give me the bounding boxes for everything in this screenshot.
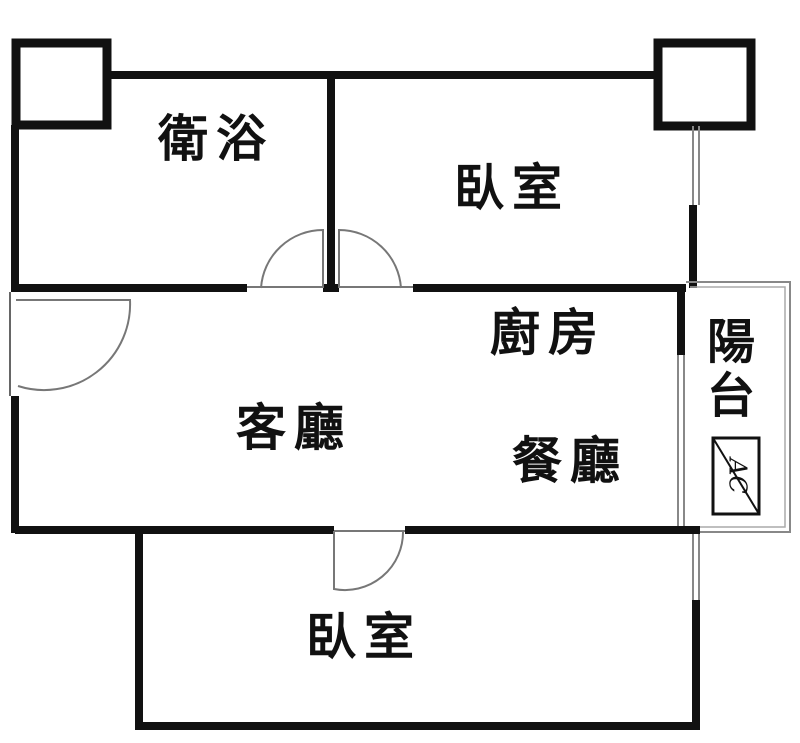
balcony-outline-inner (690, 286, 786, 528)
entry-door-swing (16, 299, 132, 391)
bottom-bedroom-door-swing (333, 530, 405, 592)
bedroom-bottom-label: 臥室 (306, 607, 422, 666)
balcony-outline-outer (686, 281, 791, 533)
dining-room-label: 餐廳 (512, 431, 628, 490)
air-conditioner-icon: AC (711, 436, 761, 516)
column-top-right (653, 38, 756, 131)
living-room-label: 客廳 (236, 398, 352, 457)
kitchen-label: 廚房 (490, 303, 606, 362)
bath-door-swing (260, 228, 324, 289)
balcony-label-line-1: 陽 (707, 314, 763, 370)
ac-unit-label: AC (724, 456, 752, 494)
column-top-left (11, 38, 112, 130)
balcony-label-line-2: 台 (707, 368, 763, 424)
ac-unit-diagonal (712, 437, 760, 515)
bedroom-top-label: 臥室 (454, 158, 570, 217)
bathroom-label: 衛浴 (157, 109, 274, 168)
bedroom-door-swing (338, 228, 402, 289)
